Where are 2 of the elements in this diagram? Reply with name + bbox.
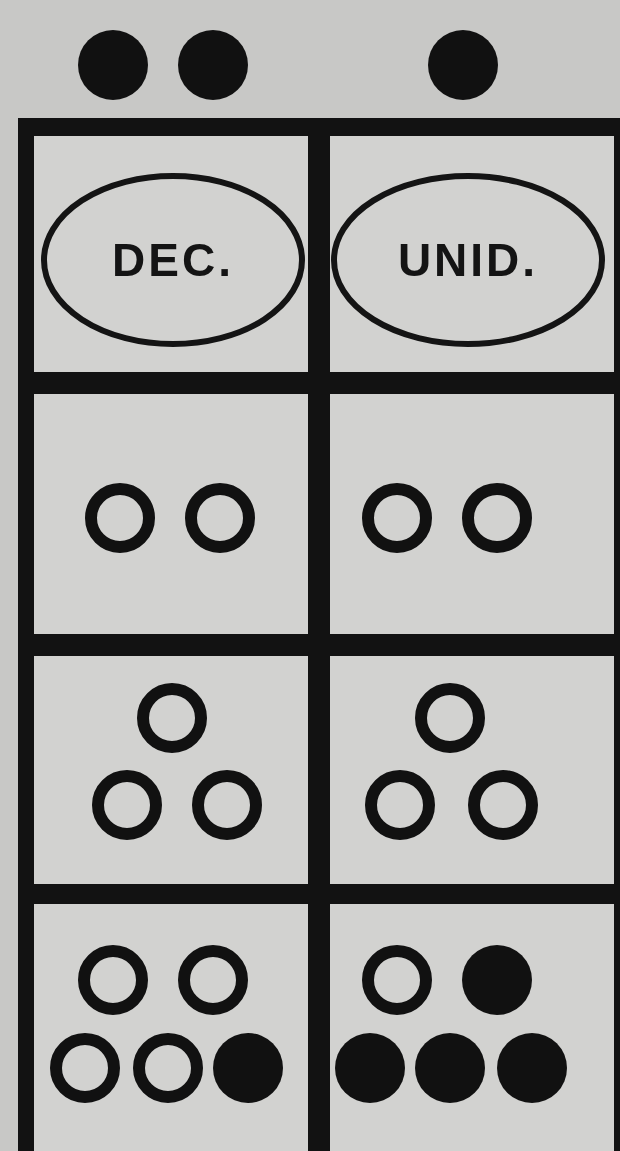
column-heading: DEC. [112,233,234,287]
column-heading: UNID. [397,233,539,287]
